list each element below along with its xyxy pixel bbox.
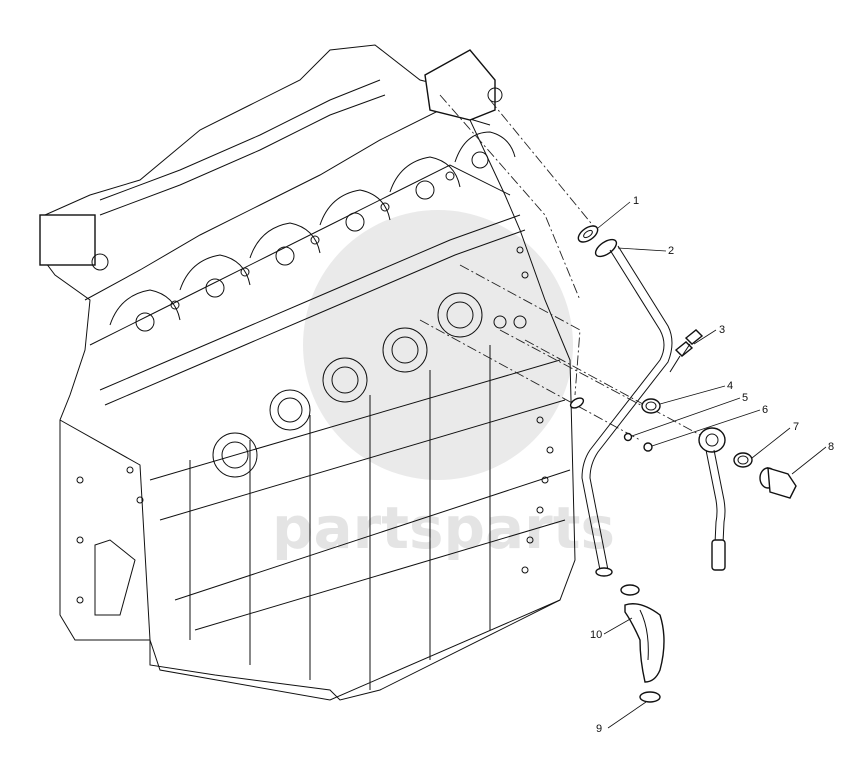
callout-3: 3 <box>719 324 725 336</box>
callouts: 1 2 3 4 5 6 7 8 9 10 <box>590 195 834 735</box>
callout-6: 6 <box>762 404 768 416</box>
part-2-oil-tube <box>569 238 673 577</box>
callout-9: 9 <box>596 723 602 735</box>
part-6-banjo-fitting <box>643 427 726 571</box>
callout-leaders <box>597 201 827 729</box>
callout-1: 1 <box>633 195 639 207</box>
callout-10: 10 <box>590 629 602 641</box>
watermark-text: partsparts <box>272 494 615 562</box>
side-bores <box>212 292 527 478</box>
rear-top-housing <box>424 49 496 121</box>
callout-4: 4 <box>727 380 733 392</box>
callout-5: 5 <box>742 392 748 404</box>
part-7-o-ring <box>733 452 753 468</box>
part-9-clamp <box>639 691 661 703</box>
valve-covers <box>109 131 516 332</box>
part-5-washer <box>623 432 633 442</box>
callout-7: 7 <box>793 421 799 433</box>
left-front-housing <box>39 214 96 266</box>
part-10-hose <box>620 584 665 683</box>
callout-8: 8 <box>828 441 834 453</box>
watermark-logo-circle <box>303 210 573 480</box>
block-ribs <box>149 345 571 690</box>
callout-2: 2 <box>668 245 674 257</box>
part-3-bolts <box>669 329 704 373</box>
part-4-o-ring <box>641 398 661 414</box>
part-8-plug <box>759 467 797 499</box>
engine-block <box>39 44 576 701</box>
block-bolts <box>516 246 554 574</box>
part-1-gasket <box>577 225 599 243</box>
assembly-lines <box>419 94 701 441</box>
